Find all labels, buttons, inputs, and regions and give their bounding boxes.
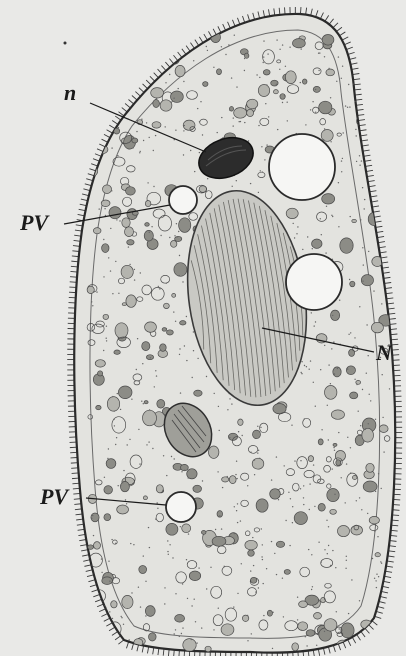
speck xyxy=(64,42,67,45)
label-macronucleus: N xyxy=(376,342,392,364)
contractile-vacuole-middle-right xyxy=(286,254,342,310)
contractile-vacuole-upper-right xyxy=(269,134,335,200)
label-micronucleus: n xyxy=(64,82,76,104)
pulsating-vacuole-upper xyxy=(169,186,197,214)
pulsating-vacuole-lower xyxy=(166,492,196,522)
label-pulsating-vacuole-lower: PV xyxy=(40,486,68,508)
label-pulsating-vacuole-upper: PV xyxy=(20,212,48,234)
